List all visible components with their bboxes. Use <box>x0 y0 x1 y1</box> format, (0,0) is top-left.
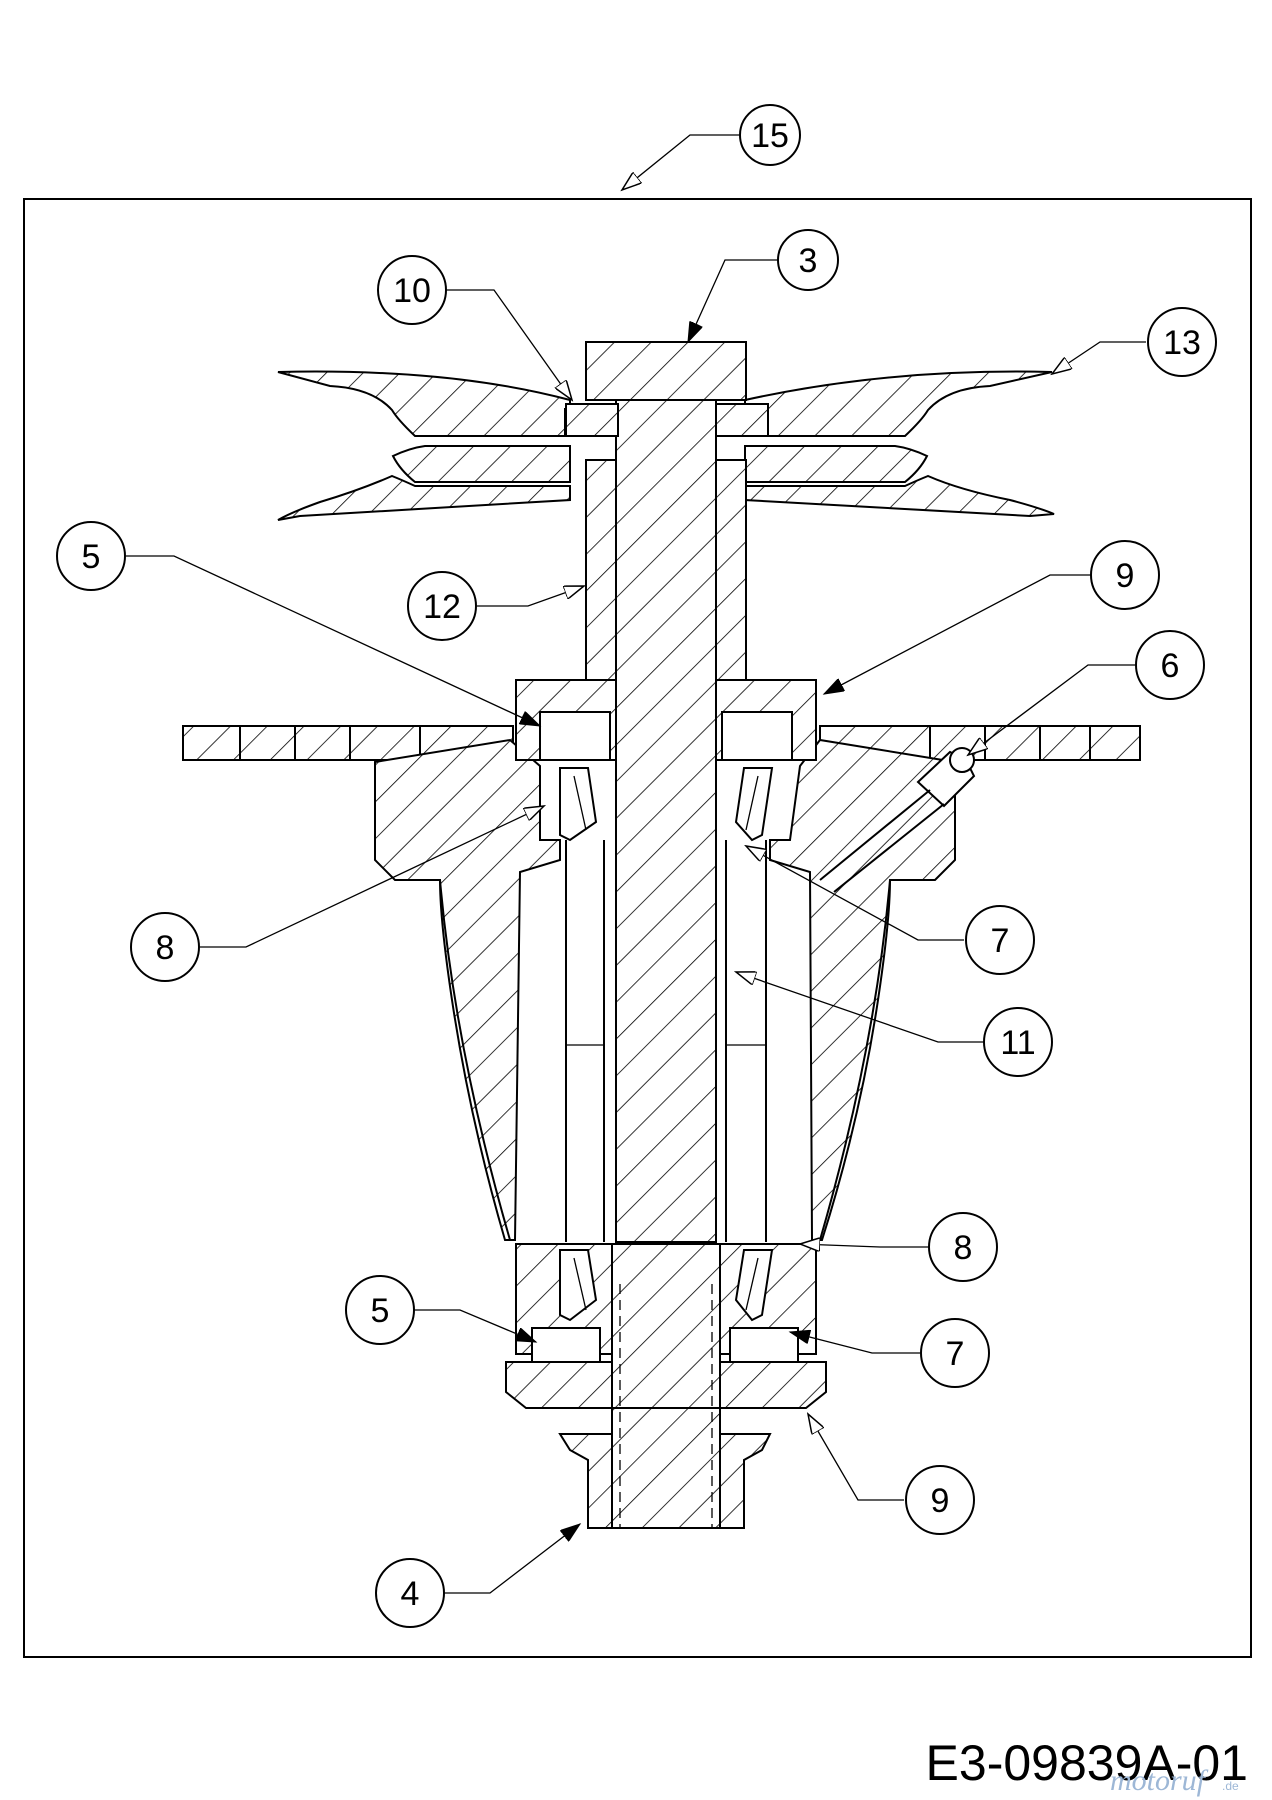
callout-5-upper: 5 <box>56 521 126 591</box>
svg-text:8: 8 <box>954 1229 973 1267</box>
svg-text:7: 7 <box>991 922 1010 960</box>
callout-10: 10 <box>377 255 447 325</box>
svg-text:8: 8 <box>156 929 175 967</box>
svg-text:13: 13 <box>1163 324 1201 362</box>
callout-7-upper: 7 <box>965 905 1035 975</box>
svg-text:4: 4 <box>401 1575 420 1613</box>
callout-11: 11 <box>983 1007 1053 1077</box>
watermark-suffix: .de <box>1222 1779 1239 1793</box>
callout-9-lower: 9 <box>905 1465 975 1535</box>
lower-bearings <box>559 1249 774 1322</box>
svg-text:6: 6 <box>1161 647 1180 685</box>
assembly-frame <box>23 198 1252 1658</box>
spacer-tube <box>585 459 747 681</box>
spindle-shaft <box>565 341 769 1243</box>
callout-4: 4 <box>375 1558 445 1628</box>
callout-12: 12 <box>407 571 477 641</box>
callout-7-lower: 7 <box>920 1318 990 1388</box>
callout-8-lower: 8 <box>928 1212 998 1282</box>
lower-shaft <box>611 1284 721 1529</box>
svg-text:5: 5 <box>82 538 101 576</box>
callout-13: 13 <box>1147 307 1217 377</box>
leader-lines <box>126 134 1146 1594</box>
svg-text:3: 3 <box>799 242 818 280</box>
svg-text:7: 7 <box>946 1335 965 1373</box>
svg-text:9: 9 <box>1116 557 1135 595</box>
callout-5-lower: 5 <box>345 1275 415 1345</box>
callout-3: 3 <box>777 229 839 291</box>
svg-text:5: 5 <box>371 1292 390 1330</box>
callout-9-upper: 9 <box>1090 540 1160 610</box>
drawing-code: E3-09839A-01 <box>926 1735 1248 1791</box>
watermark: motoruf <box>1110 1764 1209 1797</box>
upper-bearings <box>559 767 774 842</box>
svg-text:15: 15 <box>751 117 789 155</box>
callout-8-upper: 8 <box>130 912 200 982</box>
svg-text:9: 9 <box>931 1482 950 1520</box>
svg-text:11: 11 <box>1000 1024 1035 1062</box>
svg-text:10: 10 <box>393 272 431 310</box>
callout-6: 6 <box>1135 630 1205 700</box>
spindle-nut <box>558 1433 772 1529</box>
callout-15: 15 <box>739 104 801 166</box>
svg-text:12: 12 <box>423 588 461 626</box>
